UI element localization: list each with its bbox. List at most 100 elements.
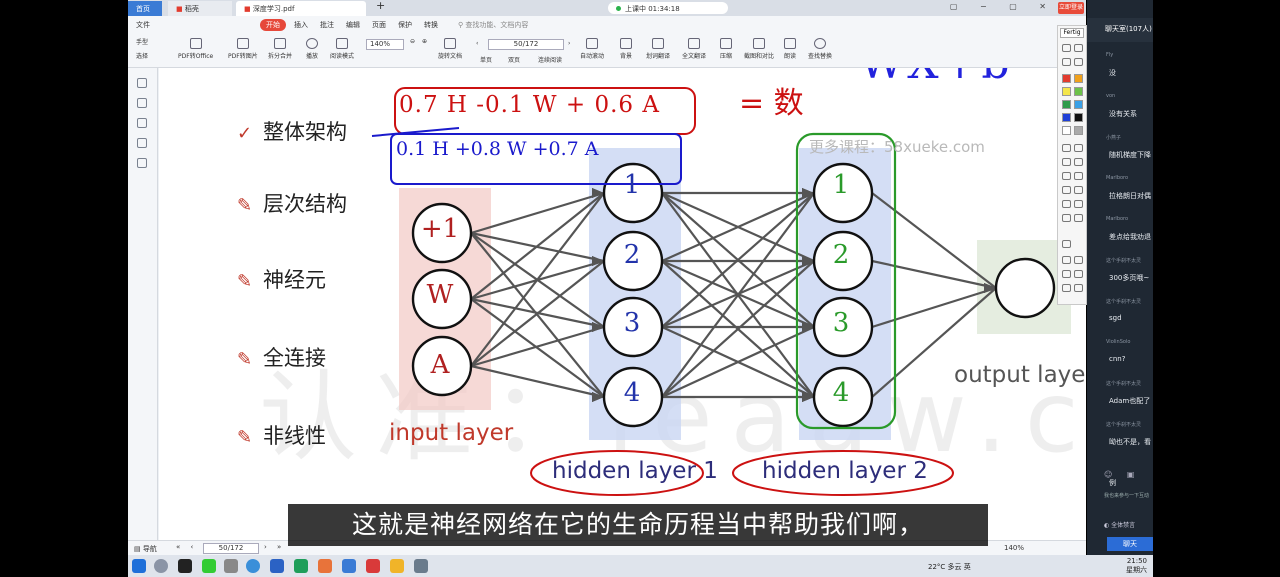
thumbnail-icon[interactable]	[137, 98, 147, 108]
prev-page-icon[interactable]: ‹	[476, 40, 479, 47]
color-swatch[interactable]	[1074, 100, 1083, 109]
window-controls[interactable]: ▢ − ▢ ✕	[949, 2, 1056, 11]
new-page-icon[interactable]	[1074, 270, 1083, 278]
chat-tools[interactable]: ☺ ▣	[1104, 470, 1141, 479]
menu-edit[interactable]: 编辑	[346, 21, 360, 29]
print-icon[interactable]	[1062, 284, 1071, 292]
zoom-select[interactable]: 140%	[366, 39, 404, 50]
fill-ellipse-icon[interactable]	[1074, 186, 1083, 194]
next-page-icon[interactable]: ›	[568, 40, 571, 47]
page-nav-arrows[interactable]: « ‹	[176, 543, 198, 551]
find-replace-button[interactable]: 查找替换	[808, 38, 832, 60]
dot-large-icon[interactable]	[1074, 58, 1083, 66]
zoom-out-icon[interactable]: ⊖	[410, 38, 416, 45]
line-tool-icon[interactable]	[1062, 158, 1071, 166]
attachment-icon[interactable]	[137, 138, 147, 148]
cross-tool-icon[interactable]	[1074, 214, 1083, 222]
play-button[interactable]: 播放	[306, 38, 318, 60]
status-page-input[interactable]: 50/172	[203, 543, 259, 554]
app-icon[interactable]	[318, 559, 332, 573]
auto-scroll-button[interactable]: 自动滚动	[580, 38, 604, 60]
full-translate-button[interactable]: 全文翻译	[682, 38, 706, 60]
tab-pdf-document[interactable]: ■ 深度学习.pdf	[236, 1, 366, 16]
login-button[interactable]: 立即登录	[1058, 2, 1084, 14]
redo-icon[interactable]	[1062, 270, 1071, 278]
all-mute-toggle[interactable]: ◐ 全体禁言	[1104, 520, 1135, 529]
delete-icon[interactable]	[1074, 256, 1083, 264]
split-merge-button[interactable]: 拆分合并	[268, 38, 292, 60]
color-swatch[interactable]	[1062, 100, 1071, 109]
rectangle-tool-icon[interactable]	[1062, 172, 1071, 180]
pdf-to-office-button[interactable]: PDF转Office	[178, 38, 213, 60]
screenshot-compare-button[interactable]: 截图和对比	[744, 38, 774, 60]
pen-tool-icon[interactable]	[1074, 144, 1083, 152]
app-icon[interactable]	[202, 559, 216, 573]
color-swatch[interactable]	[1062, 87, 1071, 96]
color-swatch[interactable]	[1074, 74, 1083, 83]
dot-small-icon[interactable]	[1062, 58, 1071, 66]
start-icon[interactable]	[132, 559, 146, 573]
chat-input[interactable]: 我也来参与一下互动	[1104, 493, 1150, 499]
command-search[interactable]: ⚲ 查找功能、文档内容	[458, 20, 528, 30]
color-swatch[interactable]	[1074, 87, 1083, 96]
check-tool-icon[interactable]	[1062, 214, 1071, 222]
continuous-read-button[interactable]: 连续阅读	[538, 55, 562, 64]
wps-icon[interactable]	[366, 559, 380, 573]
menu-insert[interactable]: 插入	[294, 21, 308, 29]
rotate-button[interactable]: 旋转文档	[438, 38, 462, 60]
move-tool-icon[interactable]	[1062, 240, 1071, 248]
read-mode-button[interactable]: 阅读模式	[330, 38, 354, 60]
text-tool-icon[interactable]	[1074, 200, 1083, 208]
color-swatch[interactable]	[1074, 126, 1083, 135]
color-swatch[interactable]	[1074, 113, 1083, 122]
app-icon[interactable]	[270, 559, 284, 573]
ellipse-tool-icon[interactable]	[1062, 186, 1071, 194]
menu-convert[interactable]: 转换	[424, 21, 438, 29]
pdf-to-image-button[interactable]: PDF转图片	[228, 38, 258, 60]
undo-icon[interactable]	[1062, 256, 1071, 264]
menu-start[interactable]: 开始	[260, 19, 286, 31]
app-icon[interactable]	[342, 559, 356, 573]
menu-annotate[interactable]: 批注	[320, 21, 334, 29]
chat-button[interactable]: 聊天	[1107, 537, 1153, 551]
save-icon[interactable]	[1074, 284, 1083, 292]
arrow-tool-icon[interactable]	[1074, 158, 1083, 166]
search-icon[interactable]	[154, 559, 168, 573]
browser-icon[interactable]	[246, 559, 260, 573]
color-swatch[interactable]	[1062, 74, 1071, 83]
page-nav-arrows-next[interactable]: › »	[264, 543, 286, 551]
color-swatch[interactable]	[1062, 126, 1071, 135]
app-icon[interactable]	[224, 559, 238, 573]
tab-home[interactable]: 首页	[128, 1, 162, 16]
color-swatch[interactable]	[1062, 113, 1071, 122]
word-translate-button[interactable]: 划词翻译	[646, 38, 670, 60]
double-arrow-icon[interactable]	[1062, 200, 1071, 208]
fill-rectangle-icon[interactable]	[1074, 172, 1083, 180]
menu-file[interactable]: 文件	[136, 21, 150, 29]
pointer-tool-icon[interactable]	[1062, 44, 1071, 52]
tab-dock[interactable]: ■ 稻壳	[168, 1, 232, 16]
stamp-icon[interactable]	[137, 158, 147, 168]
double-page-button[interactable]: 双页	[508, 55, 520, 64]
zoom-in-icon[interactable]: ⊕	[422, 38, 428, 45]
app-icon[interactable]	[414, 559, 428, 573]
status-zoom[interactable]: 140%	[1004, 544, 1025, 552]
dot-tool-icon[interactable]	[1074, 44, 1083, 52]
curve-tool-icon[interactable]	[1062, 144, 1071, 152]
background-button[interactable]: 背景	[620, 38, 632, 60]
select-tool-button[interactable]: 选择	[136, 51, 148, 60]
weather-widget[interactable]: 22°C 多云 英	[928, 562, 971, 572]
app-icon[interactable]	[294, 559, 308, 573]
menu-page[interactable]: 页面	[372, 21, 386, 29]
task-view-icon[interactable]	[178, 559, 192, 573]
page-number-input[interactable]: 50/172	[488, 39, 564, 50]
hand-tool-button[interactable]: 手型	[136, 37, 148, 46]
read-aloud-button[interactable]: 朗读	[784, 38, 796, 60]
comment-icon[interactable]	[137, 118, 147, 128]
nav-toggle[interactable]: ▤ 导航	[134, 544, 157, 554]
single-page-button[interactable]: 单页	[480, 55, 492, 64]
compress-button[interactable]: 压缩	[720, 38, 732, 60]
app-icon[interactable]	[390, 559, 404, 573]
bookmark-icon[interactable]	[137, 78, 147, 88]
